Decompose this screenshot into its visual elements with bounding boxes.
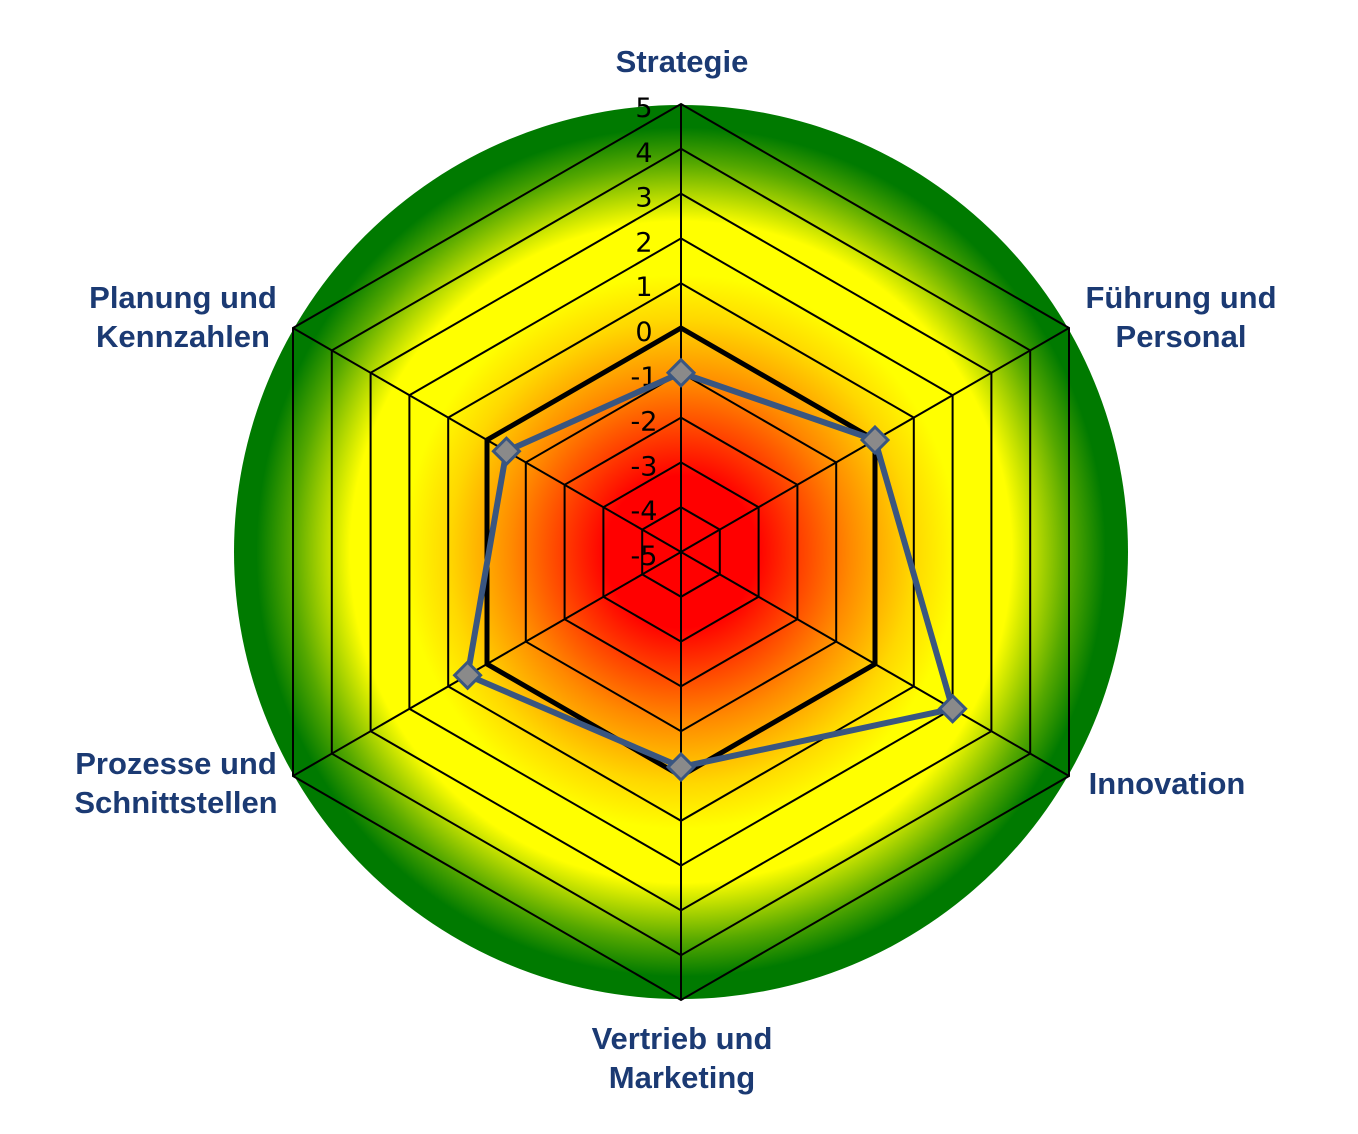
tick-label: 0 (635, 317, 652, 348)
radar-series (452, 357, 968, 783)
category-label: Strategie (616, 44, 749, 79)
data-point-marker (937, 693, 968, 724)
data-point-marker (452, 660, 483, 691)
category-label: Innovation (1089, 766, 1246, 801)
axis-spoke (292, 551, 682, 777)
tick-label: 2 (635, 227, 652, 258)
data-point-marker (491, 436, 522, 467)
axis-spoke (680, 551, 1070, 777)
tick-label: -2 (631, 407, 658, 438)
tick-label: -4 (631, 496, 658, 527)
data-point-marker (665, 751, 697, 783)
data-point-marker (859, 424, 891, 456)
data-point-marker (665, 357, 697, 388)
tick-label: -5 (631, 541, 658, 572)
tick-label: 4 (635, 138, 652, 169)
tick-label: 3 (635, 183, 652, 214)
tick-label: -3 (631, 451, 658, 482)
axis-spoke (292, 327, 682, 553)
tick-label: 1 (635, 272, 652, 303)
tick-label: 5 (635, 93, 652, 124)
